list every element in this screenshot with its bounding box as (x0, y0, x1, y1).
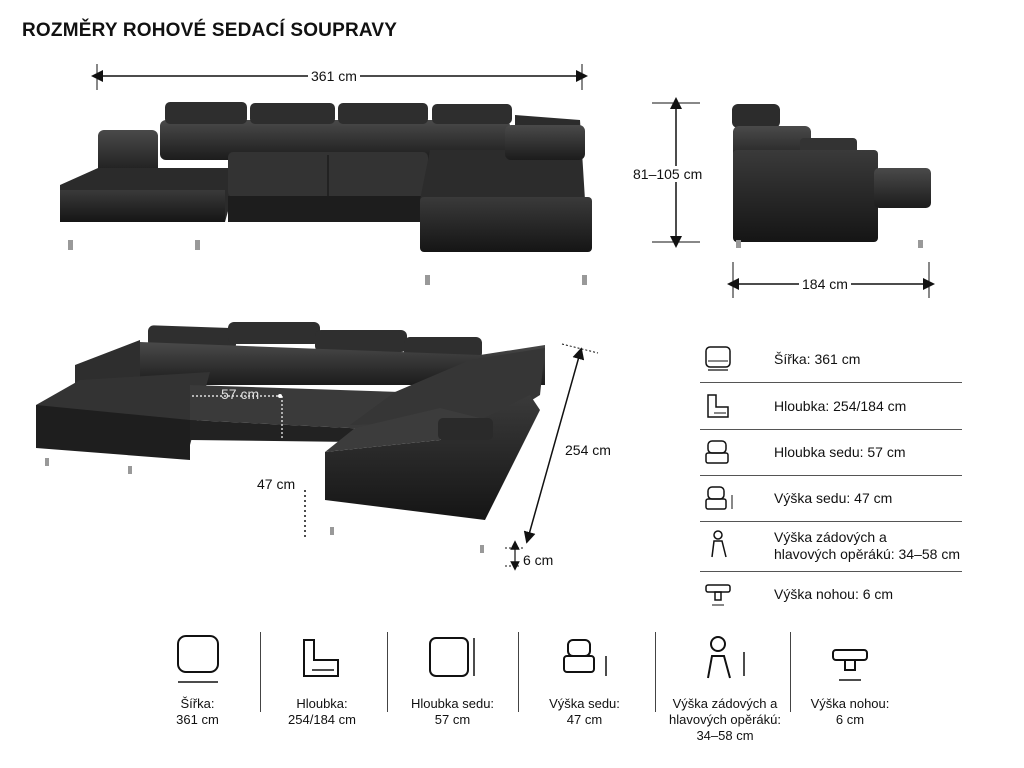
spec-leg-height-text: Výška nohou: 6 cm (774, 586, 894, 602)
seat-height-icon (705, 486, 733, 510)
width-dimension-label: 361 cm (308, 68, 360, 84)
bottom-backrest-height: Výška zádových a hlavových opěrákú:34–58… (660, 630, 790, 750)
bottom-width-value: 361 cm (176, 712, 219, 727)
spec-depth-text: Hloubka: 254/184 cm (774, 398, 907, 414)
leg-height-label: 6 cm (520, 552, 557, 568)
backrest-height-icon (707, 636, 745, 679)
bottom-backrest-value: 34–58 cm (696, 728, 754, 743)
bottom-depth: Hloubka:254/184 cm (262, 630, 382, 750)
bottom-backrest-text: Výška zádových a hlavových opěrákú:34–58… (660, 696, 790, 744)
spec-depth: Hloubka: 254/184 cm (700, 383, 962, 430)
divider (655, 632, 656, 712)
bottom-depth-label: Hloubka: (296, 696, 348, 711)
width-icon (705, 346, 731, 371)
bottom-width-label: Šířka: (180, 696, 215, 711)
depth-icon (303, 639, 339, 677)
page-title: ROZMĚRY ROHOVÉ SEDACÍ SOUPRAVY (22, 20, 398, 41)
width-icon (177, 635, 219, 683)
bottom-seat-depth: Hloubka sedu:57 cm (390, 630, 515, 750)
divider (260, 632, 261, 712)
bottom-leg-height: Výška nohou:6 cm (795, 630, 905, 750)
bottom-seat-depth-label: Hloubka sedu: (410, 696, 495, 711)
spec-backrest-height-text: Výška zádových a hlavových opěrákú: 34–5… (774, 529, 960, 562)
bottom-leg-label: Výška nohou: (810, 696, 890, 711)
divider (387, 632, 388, 712)
spec-width-text: Šířka: 361 cm (774, 351, 861, 367)
spec-seat-height: Výška sedu: 47 cm (700, 475, 962, 522)
height-dimension-label: 81–105 cm (630, 166, 706, 182)
bottom-seat-height-label: Výška sedu: (549, 696, 620, 711)
spec-seat-depth-text: Hloubka sedu: 57 cm (774, 444, 906, 460)
spec-seat-depth: Hloubka sedu: 57 cm (700, 429, 962, 476)
bottom-depth-value: 254/184 cm (288, 712, 356, 727)
spec-width: Šířka: 361 cm (700, 336, 962, 383)
backrest-height-icon (711, 530, 727, 558)
spec-seat-height-text: Výška sedu: 47 cm (774, 490, 893, 506)
side-view-sofa (732, 104, 931, 248)
bottom-seat-depth-value: 57 cm (434, 712, 471, 727)
bottom-backrest-label: Výška zádových a hlavových opěrákú: (668, 696, 781, 727)
divider (790, 632, 791, 712)
bottom-seat-height: Výška sedu:47 cm (522, 630, 647, 750)
seat-height-icon (563, 639, 607, 676)
seat-depth-label: 57 cm (221, 386, 260, 402)
bottom-leg-value: 6 cm (835, 712, 865, 727)
leg-height-icon (705, 584, 731, 606)
leg-height-icon (832, 649, 868, 681)
spec-backrest-height: Výška zádových a hlavových opěrákú: 34–5… (700, 521, 962, 572)
bottom-width: Šířka:361 cm (140, 630, 255, 750)
seat-depth-icon (705, 440, 729, 464)
seat-height-label: 47 cm (254, 476, 299, 492)
depth-dimension-label: 254 cm (562, 442, 614, 458)
front-view-sofa (60, 102, 592, 285)
bottom-seat-height-value: 47 cm (566, 712, 603, 727)
side-depth-dimension-label: 184 cm (799, 276, 851, 292)
seat-depth-icon (429, 637, 475, 677)
perspective-sofa (36, 322, 545, 553)
divider (518, 632, 519, 712)
spec-leg-height: Výška nohou: 6 cm (700, 571, 962, 617)
depth-icon (707, 394, 729, 418)
